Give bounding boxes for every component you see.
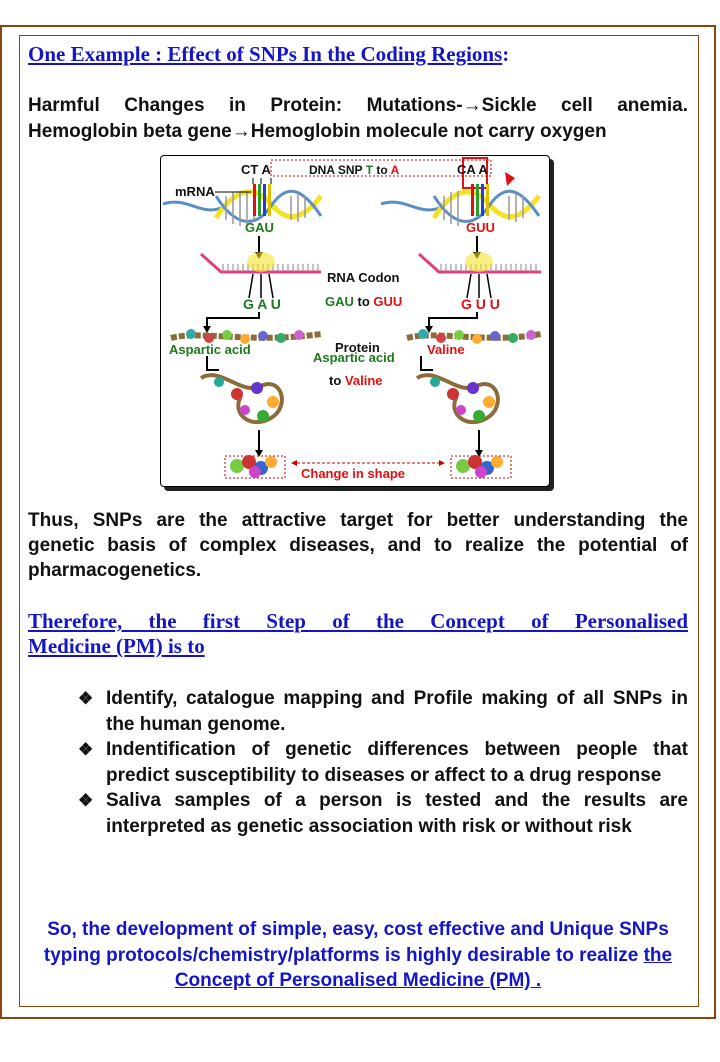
harmful-text-c: Hemoglobin beta gene	[28, 121, 232, 142]
rna-codon-label: RNA Codon	[327, 270, 400, 285]
right-protein-chain-icon	[406, 329, 542, 344]
arrow-icon: →	[462, 95, 482, 116]
snp-figure: CT A mRNA GAU CA A GUU DNA SNP T to A	[160, 155, 550, 487]
snp-diagram: CT A mRNA GAU CA A GUU DNA SNP T to A	[162, 157, 542, 481]
list-item: ❖ Identify, catalogue mapping and Profile…	[78, 686, 688, 737]
protein-change: to Valine	[329, 373, 382, 388]
section-heading-coding-regions: One Example : Effect of SNPs In the Codi…	[28, 42, 509, 67]
rna-codon-change: GAU to GUU	[325, 294, 402, 309]
thus-line-1: Thus, SNPs are the attractive target for…	[28, 510, 688, 531]
thus-paragraph: Thus, SNPs are the attractive target for…	[28, 508, 688, 583]
left-protein-chain-icon	[170, 329, 322, 344]
heading-2-line-2: Medicine (PM) is to	[28, 634, 205, 658]
conclusion-paragraph: So, the development of simple, easy, cos…	[28, 917, 688, 994]
heading-text: One Example : Effect of SNPs In the Codi…	[28, 42, 503, 66]
list-item-text: Identify, catalogue mapping and Profile …	[106, 688, 688, 735]
right-mrna-strand-icon	[417, 252, 541, 299]
protein-label: Protein	[335, 340, 380, 355]
right-amino-label: Valine	[427, 342, 465, 357]
snp-highlight-box	[462, 157, 488, 189]
page-inner-border	[19, 35, 699, 1007]
conclusion-underlined-text: the Concept of Personalised Medicine (PM…	[174, 944, 673, 992]
left-aggregate-icon	[224, 455, 286, 479]
left-dna-helix-icon	[162, 178, 323, 226]
diamond-bullet-icon: ❖	[78, 689, 94, 708]
conclusion-text: So, the development of simple, easy, cos…	[43, 919, 669, 966]
right-folded-protein-icon	[415, 373, 500, 425]
left-amino-label: Aspartic acid	[169, 342, 251, 357]
left-folded-protein-icon	[199, 373, 284, 425]
thus-line-3: pharmacogenetics.	[28, 560, 202, 581]
right-dna-helix-icon	[380, 172, 541, 226]
change-in-shape-label: Change in shape	[301, 466, 405, 481]
list-item: ❖ Indentification of genetic differences …	[78, 737, 688, 788]
page-outer-border	[0, 25, 716, 1019]
list-item: ❖ Saliva samples of a person is tested an…	[78, 788, 688, 839]
diamond-bullet-icon: ❖	[78, 791, 94, 811]
harmful-line-2: Hemoglobin beta gene→Hemoglobin molecule…	[28, 119, 688, 144]
thus-line-2: genetic basis of complex diseases, and t…	[28, 535, 688, 556]
arrow-icon: →	[231, 121, 251, 142]
left-codon-mid: GAU	[245, 220, 274, 235]
right-codon-top: CA A	[457, 162, 488, 177]
list-item-text: Saliva samples of a person is tested and…	[106, 790, 688, 837]
harmful-text-d: Hemoglobin molecule not carry oxygen	[250, 121, 607, 142]
dna-snp-caption: DNA SNP T to A	[309, 163, 400, 177]
right-codon-low: G U U	[461, 296, 500, 312]
steps-list: ❖ Identify, catalogue mapping and Profile…	[78, 686, 688, 840]
list-item-text: Indentification of genetic differences b…	[106, 739, 688, 786]
flow-arrows	[258, 236, 478, 254]
section-heading-personalised-medicine: Therefore, the first Step of the Concept…	[28, 609, 688, 659]
protein-from-label: Aspartic acid	[313, 350, 395, 365]
mrna-label: mRNA	[175, 184, 215, 199]
snp-dashed-box	[270, 159, 492, 177]
heading-suffix: :	[502, 42, 510, 66]
harmful-text-b: Sickle cell anemia.	[481, 95, 688, 116]
diamond-bullet-icon: ❖	[78, 740, 94, 760]
heading-2-line-1: Therefore, the first Step of the Concept…	[28, 609, 688, 633]
right-codon-mid: GUU	[466, 220, 495, 235]
left-codon-top: CT A	[241, 162, 271, 177]
left-mrna-strand-icon	[199, 252, 321, 299]
left-codon-low: G A U	[243, 296, 281, 312]
harmful-line-1: Harmful Changes in Protein: Mutations-→S…	[28, 93, 688, 118]
harmful-text-a: Harmful Changes in Protein: Mutations-	[28, 95, 463, 116]
right-aggregate-icon	[450, 455, 512, 479]
